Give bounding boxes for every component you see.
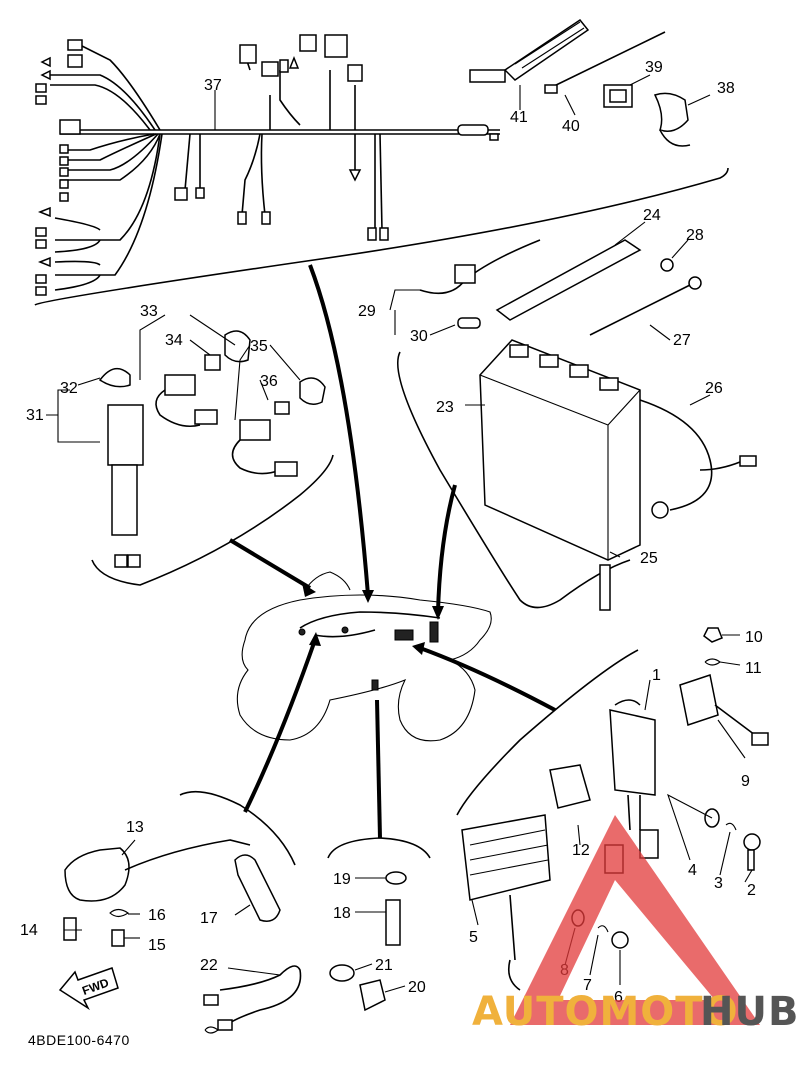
label-30: 30 (410, 328, 428, 345)
label-14: 14 (20, 922, 38, 939)
label-23: 23 (436, 399, 454, 416)
connector-mark (394, 629, 414, 641)
label-36: 36 (260, 373, 278, 390)
watermark-text-1: AUTOMOTO (472, 989, 739, 1035)
motorcycle-silhouette (236, 571, 492, 742)
band-and-ties (469, 18, 691, 147)
label-22: 22 (200, 957, 218, 974)
leader-lines (46, 74, 753, 993)
label-29: 29 (358, 303, 376, 320)
label-2: 2 (747, 882, 756, 899)
label-37: 37 (204, 77, 222, 94)
label-33: 33 (140, 303, 158, 320)
label-4: 4 (688, 862, 697, 879)
battery-group (419, 239, 757, 611)
label-12: 12 (572, 842, 590, 859)
wire-harness (35, 34, 500, 296)
label-21: 21 (375, 957, 393, 974)
label-3: 3 (714, 875, 723, 892)
label-20: 20 (408, 979, 426, 996)
label-18: 18 (333, 905, 351, 922)
main-connector (59, 119, 81, 135)
label-40: 40 (562, 118, 580, 135)
main-switch-group (98, 330, 326, 568)
label-11: 11 (745, 660, 762, 677)
label-25: 25 (640, 550, 658, 567)
label-6: 6 (614, 989, 623, 1006)
electrical-units-group (461, 627, 769, 991)
label-5: 5 (469, 929, 478, 946)
label-39: 39 (645, 59, 663, 76)
battery-mark (429, 621, 439, 643)
diagram-code: 4BDE100-6470 (28, 1032, 130, 1048)
label-10: 10 (745, 629, 763, 646)
label-38: 38 (717, 80, 735, 97)
watermark-text-2: HUB (700, 989, 799, 1035)
label-35: 35 (250, 338, 268, 355)
label-7: 7 (583, 977, 592, 994)
label-16: 16 (148, 907, 166, 924)
label-41: 41 (510, 109, 528, 126)
label-27: 27 (673, 332, 691, 349)
label-28: 28 (686, 227, 704, 244)
label-24: 24 (643, 207, 661, 224)
label-9: 9 (741, 773, 750, 790)
label-1: 1 (652, 667, 661, 684)
fwd-indicator: FWD (58, 967, 119, 1011)
plug-group (329, 871, 407, 1012)
label-19: 19 (333, 871, 351, 888)
label-17: 17 (200, 910, 218, 927)
label-26: 26 (705, 380, 723, 397)
ignition-coil-group (63, 839, 302, 1034)
label-34: 34 (165, 332, 183, 349)
part-labels: 1 2 3 4 5 6 7 8 9 10 11 12 13 14 15 16 1… (20, 59, 763, 1006)
label-13: 13 (126, 819, 144, 836)
label-15: 15 (148, 937, 166, 954)
label-32: 32 (60, 380, 78, 397)
watermark-triangle-icon (510, 815, 760, 1025)
label-31: 31 (26, 407, 44, 424)
watermark: AUTOMOTO HUB (472, 815, 799, 1035)
fwd-arrow-icon (58, 967, 119, 1011)
pointer-arrows (228, 264, 556, 839)
